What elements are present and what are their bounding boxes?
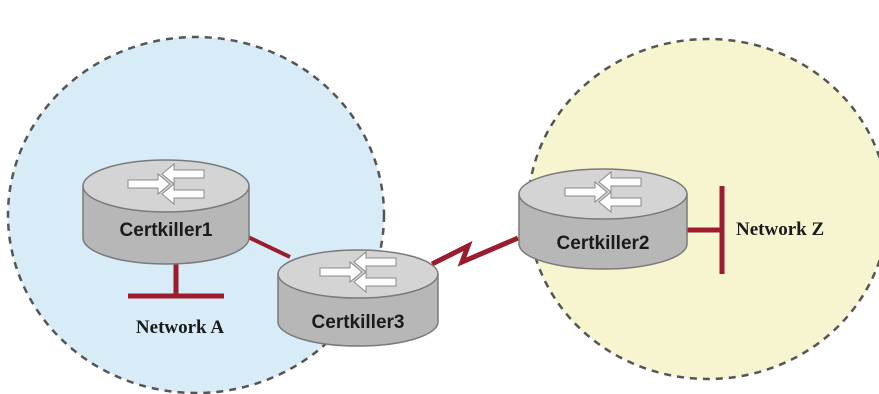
router-label: Certkiller1: [120, 220, 213, 241]
router-certkiller2[interactable]: Certkiller2: [518, 168, 688, 270]
network-a-label: Network A: [136, 317, 224, 338]
serial-link-certkiller3-certkiller2: [430, 235, 519, 267]
router-label: Certkiller2: [557, 233, 650, 254]
network-z-label: Network Z: [736, 219, 824, 240]
router-label: Certkiller3: [312, 312, 405, 333]
router-icon: [518, 168, 688, 270]
router-icon: [277, 249, 439, 347]
router-icon: [82, 159, 250, 265]
link-certkiller1-certkiller3: [245, 234, 291, 259]
router-certkiller1[interactable]: Certkiller1: [82, 159, 250, 265]
router-certkiller3[interactable]: Certkiller3: [277, 249, 439, 347]
